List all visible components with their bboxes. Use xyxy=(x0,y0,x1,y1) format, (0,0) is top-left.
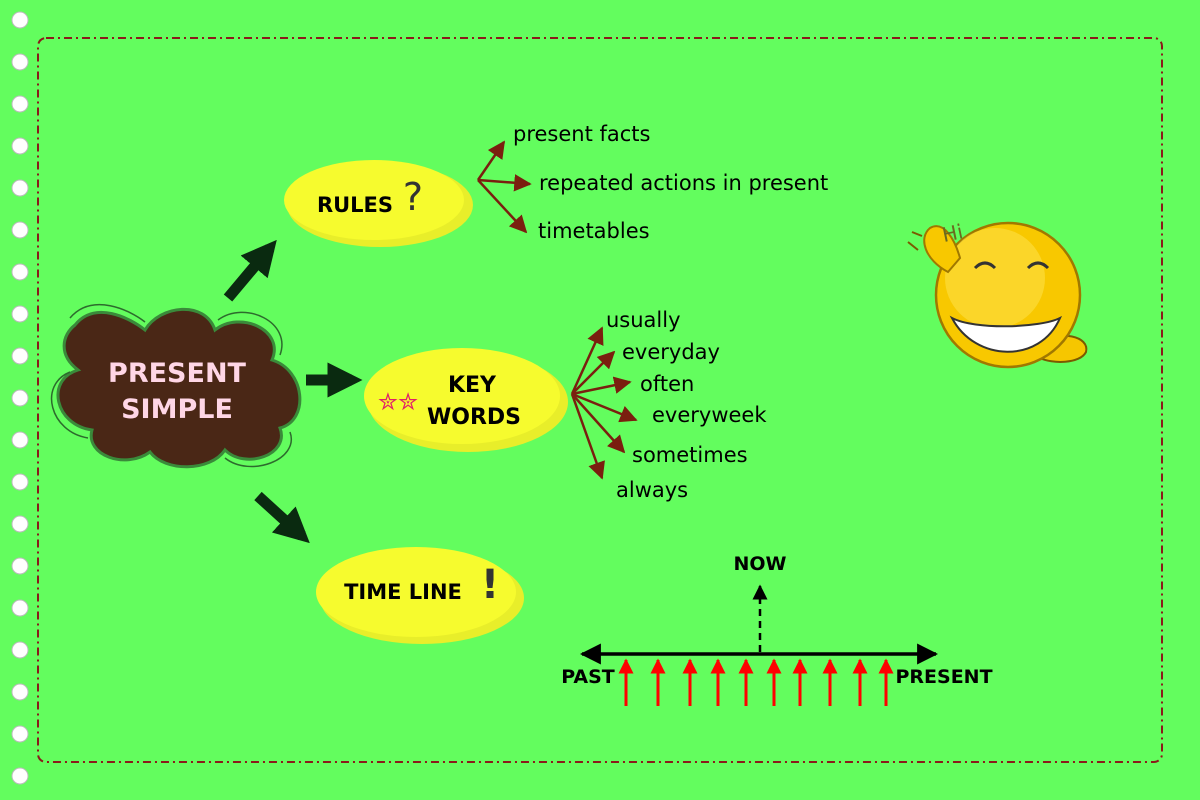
rules-branches xyxy=(476,140,532,234)
arrow-to-timeline xyxy=(254,491,310,544)
present-label: PRESENT xyxy=(895,666,992,688)
now-label: NOW xyxy=(733,553,786,575)
timeline-diagram: NOW PAST PRESENT xyxy=(561,553,993,706)
keyword-item: sometimes xyxy=(632,443,748,467)
keywords-branches xyxy=(570,326,638,480)
keyword-item: often xyxy=(640,372,694,396)
center-title-line2: SIMPLE xyxy=(121,394,233,425)
keyword-item: everyweek xyxy=(652,403,767,427)
question-mark-icon: ? xyxy=(403,175,423,219)
timeline-bubble: TIME LINE ! xyxy=(316,547,524,644)
binder-holes xyxy=(11,11,29,785)
center-title-line1: PRESENT xyxy=(108,358,247,389)
rules-bubble: RULES ? xyxy=(284,160,473,247)
arrow-to-rules xyxy=(223,239,277,302)
rules-item: present facts xyxy=(513,122,650,146)
smiley-icon: Hi xyxy=(907,219,1088,369)
rules-label: RULES xyxy=(317,193,393,217)
timeline-label: TIME LINE xyxy=(344,580,462,604)
center-cloud: PRESENT SIMPLE xyxy=(50,303,302,469)
exclamation-icon: ! xyxy=(481,562,499,608)
repetition-arrows xyxy=(618,658,894,706)
stars-icon: ✮✮ xyxy=(378,388,418,416)
rules-item: timetables xyxy=(538,219,650,243)
keywords-bubble: ✮✮ KEY WORDS xyxy=(364,348,568,452)
keywords-label-line2: WORDS xyxy=(427,405,521,430)
rules-item: repeated actions in present xyxy=(539,171,828,195)
keyword-item: always xyxy=(616,478,688,502)
past-label: PAST xyxy=(561,666,615,688)
smiley-greeting: Hi xyxy=(940,219,965,247)
keyword-item: everyday xyxy=(622,340,720,364)
keywords-label-line1: KEY xyxy=(448,373,497,398)
page-border xyxy=(37,37,1163,763)
keyword-item: usually xyxy=(606,308,681,332)
